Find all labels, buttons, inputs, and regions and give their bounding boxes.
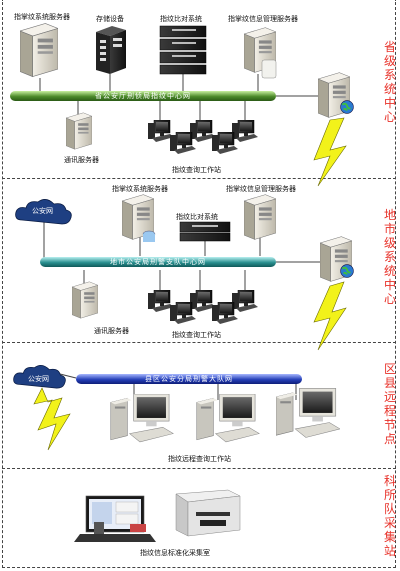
fp-system-server-icon	[20, 22, 58, 78]
label-fp-compare: 指纹比对系统	[176, 213, 218, 221]
query-workstation-icon	[212, 302, 238, 325]
section-divider-county	[2, 342, 396, 343]
label-remote-ws: 指纹远程查询工作站	[168, 455, 231, 463]
globe-icon	[340, 100, 354, 114]
label-collection-room: 指纹信息标准化采集室	[140, 549, 210, 557]
label-fp-info-mgmt: 指掌纹信息管理服务器	[226, 185, 296, 193]
side-title-county: 区县远程节点	[384, 362, 397, 446]
county-network-bus: 县区公安分局刑警大队网	[76, 374, 302, 384]
outer-frame	[2, 2, 396, 568]
section-divider-station	[2, 468, 396, 469]
label-comm-server: 通讯服务器	[64, 156, 99, 164]
scanner-icon	[175, 489, 241, 537]
label-cloud: 公安网	[32, 207, 53, 215]
label-storage: 存储设备	[96, 15, 124, 23]
label-fp-system-server: 指掌纹系统服务器	[14, 13, 70, 21]
label-comm-server: 通讯服务器	[94, 327, 129, 335]
rack-unit-icon	[159, 25, 207, 75]
section-divider-top	[2, 0, 396, 1]
label-query-ws: 指纹查询工作站	[172, 166, 221, 174]
provincial-network-bus: 省公安厅刑侦局指纹中心网	[10, 91, 276, 101]
query-workstation-icon	[170, 302, 196, 325]
query-workstation-icon	[232, 120, 258, 143]
rack-unit-icon	[179, 221, 231, 242]
storage-array-icon	[96, 26, 126, 74]
query-workstation-icon	[232, 290, 258, 313]
comm-server-icon	[66, 112, 92, 150]
fp-info-mgmt-server-icon	[244, 194, 276, 240]
label-query-ws: 指纹查询工作站	[172, 331, 221, 339]
globe-icon	[340, 264, 354, 278]
label-cloud: 公安网	[28, 375, 49, 383]
remote-workstation-icon	[276, 388, 340, 439]
side-title-city: 地市级系统中心	[384, 208, 397, 306]
label-fp-system-server: 指掌纹系统服务器	[112, 185, 168, 193]
side-title-station: 科所队采集站	[384, 474, 397, 558]
section-divider-city	[2, 178, 396, 179]
city-network-bus: 地市公安局刑警支队中心网	[40, 257, 276, 267]
laptop-icon	[74, 495, 156, 542]
query-workstation-icon	[170, 132, 196, 155]
label-fp-compare: 指纹比对系统	[160, 15, 202, 23]
comm-server-icon	[72, 281, 98, 319]
query-workstation-icon	[212, 132, 238, 155]
lightning-link-icon	[33, 117, 347, 451]
remote-workstation-icon	[110, 394, 174, 443]
remote-workstation-icon	[196, 394, 260, 443]
side-title-provincial: 省级系统中心	[384, 40, 397, 124]
label-fp-info-mgmt: 指掌纹信息管理服务器	[228, 15, 298, 23]
